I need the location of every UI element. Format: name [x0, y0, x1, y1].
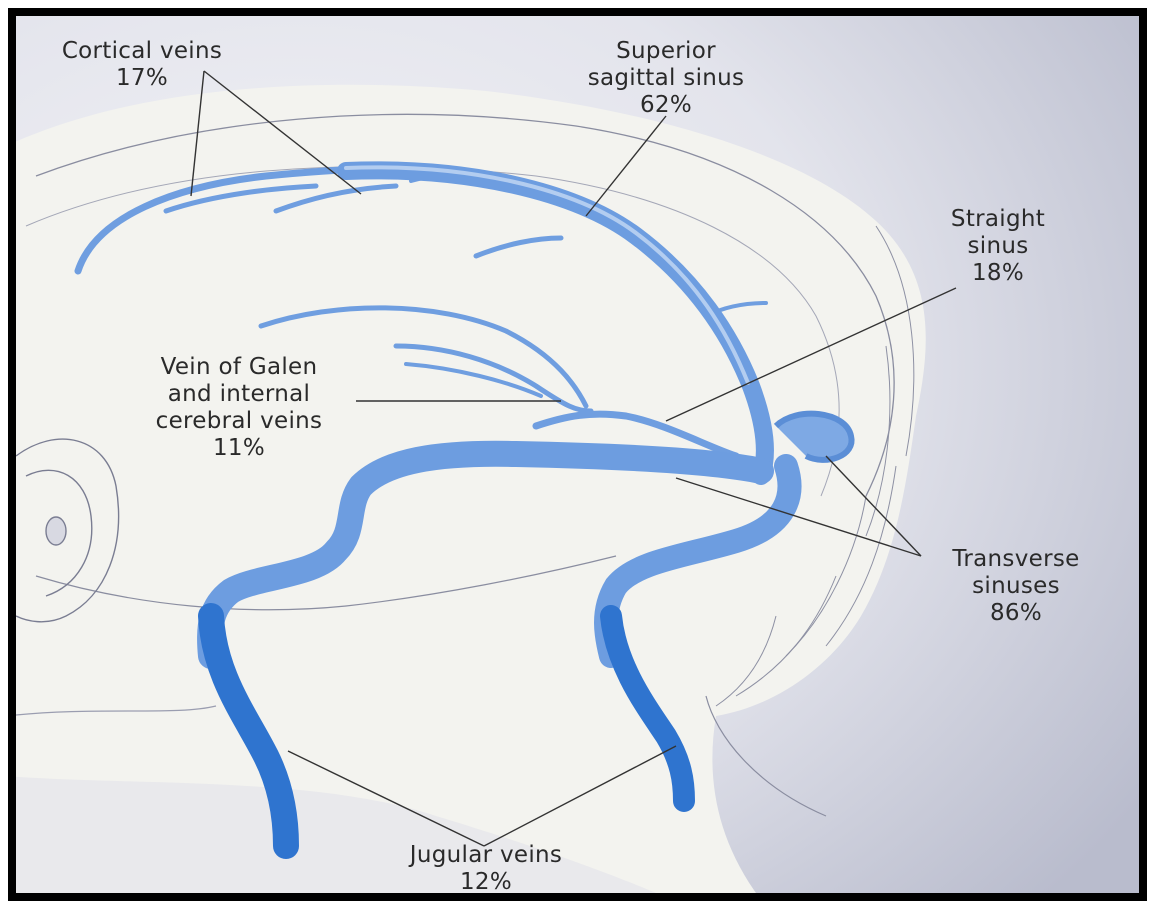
label-cortical-title: Cortical veins — [42, 38, 242, 65]
label-galen-line1: Vein of Galen — [124, 354, 354, 381]
label-vein-of-galen: Vein of Galen and internal cerebral vein… — [124, 354, 354, 462]
illustration-frame: Cortical veins 17% Superior sagittal sin… — [8, 8, 1147, 901]
label-galen-line3: cerebral veins — [124, 408, 354, 435]
label-galen-pct: 11% — [124, 435, 354, 462]
label-jugular-pct: 12% — [376, 869, 596, 896]
label-superior-line2: sagittal sinus — [561, 65, 771, 92]
label-cortical-pct: 17% — [42, 65, 242, 92]
label-transverse-line2: sinuses — [916, 573, 1116, 600]
label-galen-line2: and internal — [124, 381, 354, 408]
label-straight-pct: 18% — [928, 260, 1068, 287]
label-cortical-veins: Cortical veins 17% — [42, 38, 242, 92]
label-transverse-pct: 86% — [916, 600, 1116, 627]
label-straight-line1: Straight — [928, 206, 1068, 233]
label-transverse-sinuses: Transverse sinuses 86% — [916, 546, 1116, 627]
label-straight-line2: sinus — [928, 233, 1068, 260]
label-jugular-title: Jugular veins — [376, 842, 596, 869]
label-straight-sinus: Straight sinus 18% — [928, 206, 1068, 287]
label-jugular-veins: Jugular veins 12% — [376, 842, 596, 896]
label-superior-line1: Superior — [561, 38, 771, 65]
label-transverse-line1: Transverse — [916, 546, 1116, 573]
label-superior-sagittal-sinus: Superior sagittal sinus 62% — [561, 38, 771, 119]
label-superior-pct: 62% — [561, 92, 771, 119]
